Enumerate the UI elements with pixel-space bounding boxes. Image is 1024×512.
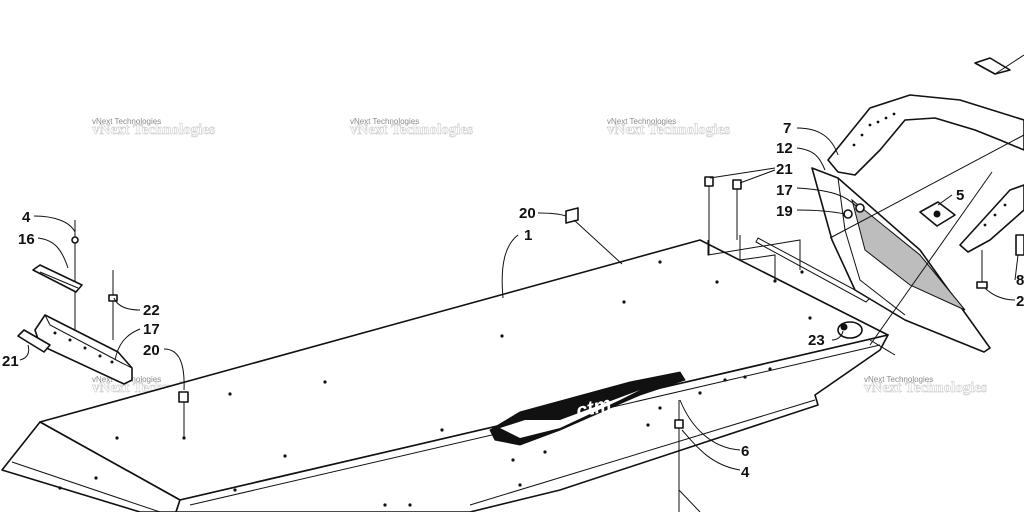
bolt-4-mid-leader <box>678 489 701 512</box>
leader-7 <box>796 127 839 156</box>
leader-lines <box>19 127 1019 471</box>
callout-1: 1 <box>524 227 532 244</box>
callout-23: 23 <box>808 332 825 349</box>
bumper-handle-line <box>994 54 1024 75</box>
snow-flap-panel <box>851 198 966 311</box>
tunnel-bracket <box>739 235 776 280</box>
link-line <box>869 339 896 356</box>
watermark-text: vNext Technologies <box>864 375 933 384</box>
watermark-shadow-text: vNext Technologies <box>864 380 987 396</box>
grommet-20-right-b <box>732 179 742 190</box>
leader-15 <box>114 328 141 361</box>
link-line <box>829 134 1024 239</box>
callout-12: 12 <box>776 140 793 157</box>
leader-22 <box>113 297 141 311</box>
plate-14 <box>32 264 83 293</box>
tunnel-rail-edge <box>469 399 816 506</box>
callout-19: 20 <box>519 205 536 222</box>
bolt-4-mid-nut <box>674 419 684 429</box>
watermark: vNext Technologies vNext Technologies <box>350 117 474 138</box>
tunnel-decal: ctm <box>489 371 686 446</box>
callout-22: 22 <box>143 302 160 319</box>
bracket-15 <box>34 314 133 385</box>
bolt-17 <box>843 209 853 219</box>
bracket-15-holes <box>53 331 114 364</box>
callout-4: 4 <box>22 209 31 226</box>
callout-6: 6 <box>741 443 749 460</box>
left-bracket-assembly <box>17 220 189 438</box>
callout-5: 5 <box>956 187 964 204</box>
tunnel-part <box>1 235 889 512</box>
callout-16: 17 <box>776 182 793 199</box>
leader-17 <box>796 209 846 215</box>
watermark: vNext Technologies vNext Technologies <box>92 117 216 138</box>
rivet-holes <box>58 260 812 507</box>
callout-7: 7 <box>783 120 791 137</box>
callout-21: 21 <box>2 353 19 370</box>
leader-20-right-a <box>709 167 776 179</box>
bolt-22-nut <box>108 294 118 302</box>
leader-21 <box>19 344 30 361</box>
bolt-8-sleeve <box>1015 234 1024 256</box>
bolt-2-head <box>976 281 988 289</box>
leader-16 <box>796 187 857 207</box>
leader-1 <box>501 234 519 299</box>
grommet-20-left <box>178 391 189 403</box>
leader-8 <box>1014 254 1019 281</box>
tunnel-rear-slot <box>755 237 871 303</box>
callout-20: 21 <box>776 161 793 178</box>
bushing-23-hole <box>840 323 848 331</box>
callout-20: 20 <box>143 342 160 359</box>
watermark-shadow-text: vNext Technologies <box>350 122 473 138</box>
callout-14: 16 <box>18 231 35 248</box>
leader-23 <box>831 330 844 341</box>
bolt-4-washer <box>71 236 79 244</box>
leader-4-mid <box>681 429 741 471</box>
plate-14-slot <box>39 271 79 289</box>
leader-20-right-b <box>739 169 776 184</box>
tunnel-bracket <box>707 239 801 270</box>
watermark-text: vNext Technologies <box>350 117 419 126</box>
bumper-handle-pad <box>974 57 1011 75</box>
callout-labels: 4 16 22 17 20 21 20 1 7 12 21 17 19 5 23… <box>2 120 1024 481</box>
watermark: vNext Technologies vNext Technologies <box>607 117 731 138</box>
leader-14 <box>37 237 69 269</box>
leader-20-left <box>163 348 185 391</box>
watermark-text: vNext Technologies <box>92 117 161 126</box>
tag-19 <box>565 207 579 224</box>
bracket-15-edge <box>44 314 133 369</box>
watermark-shadow-text: vNext Technologies <box>92 122 215 138</box>
bumper-7-right-arm <box>959 184 1024 253</box>
lower-middle-hardware <box>674 400 701 512</box>
grommet-20-right-a <box>704 176 714 187</box>
leader-19 <box>573 219 623 265</box>
leader-19-tag <box>537 212 567 217</box>
leader-5 <box>937 194 953 206</box>
bolt-16 <box>855 203 865 213</box>
watermark: vNext Technologies vNext Technologies <box>864 375 988 396</box>
tunnel-lip-edge <box>11 461 161 512</box>
bumper-7-holes <box>852 112 1007 227</box>
snow-flap-inner <box>837 177 906 316</box>
callout-4: 4 <box>741 464 750 481</box>
bracket-5-nut <box>933 210 941 218</box>
callout-17: 19 <box>776 203 793 220</box>
callout-15: 17 <box>143 321 160 338</box>
callout-2: 2 <box>1016 293 1024 310</box>
decal-highlight <box>500 390 640 438</box>
bumper-7 <box>827 94 1024 176</box>
rear-bumper-assembly <box>811 54 1024 356</box>
leader-4-left <box>33 215 76 233</box>
upper-middle-hardware <box>565 176 742 255</box>
link-line <box>869 171 993 346</box>
leader-12 <box>796 147 826 171</box>
leader-2 <box>984 287 1016 301</box>
leader-6 <box>679 399 741 451</box>
pad-21 <box>17 329 51 353</box>
watermark-text: vNext Technologies <box>607 117 676 126</box>
watermark-shadow-text: vNext Technologies <box>607 122 730 138</box>
callout-8: 8 <box>1016 272 1024 289</box>
